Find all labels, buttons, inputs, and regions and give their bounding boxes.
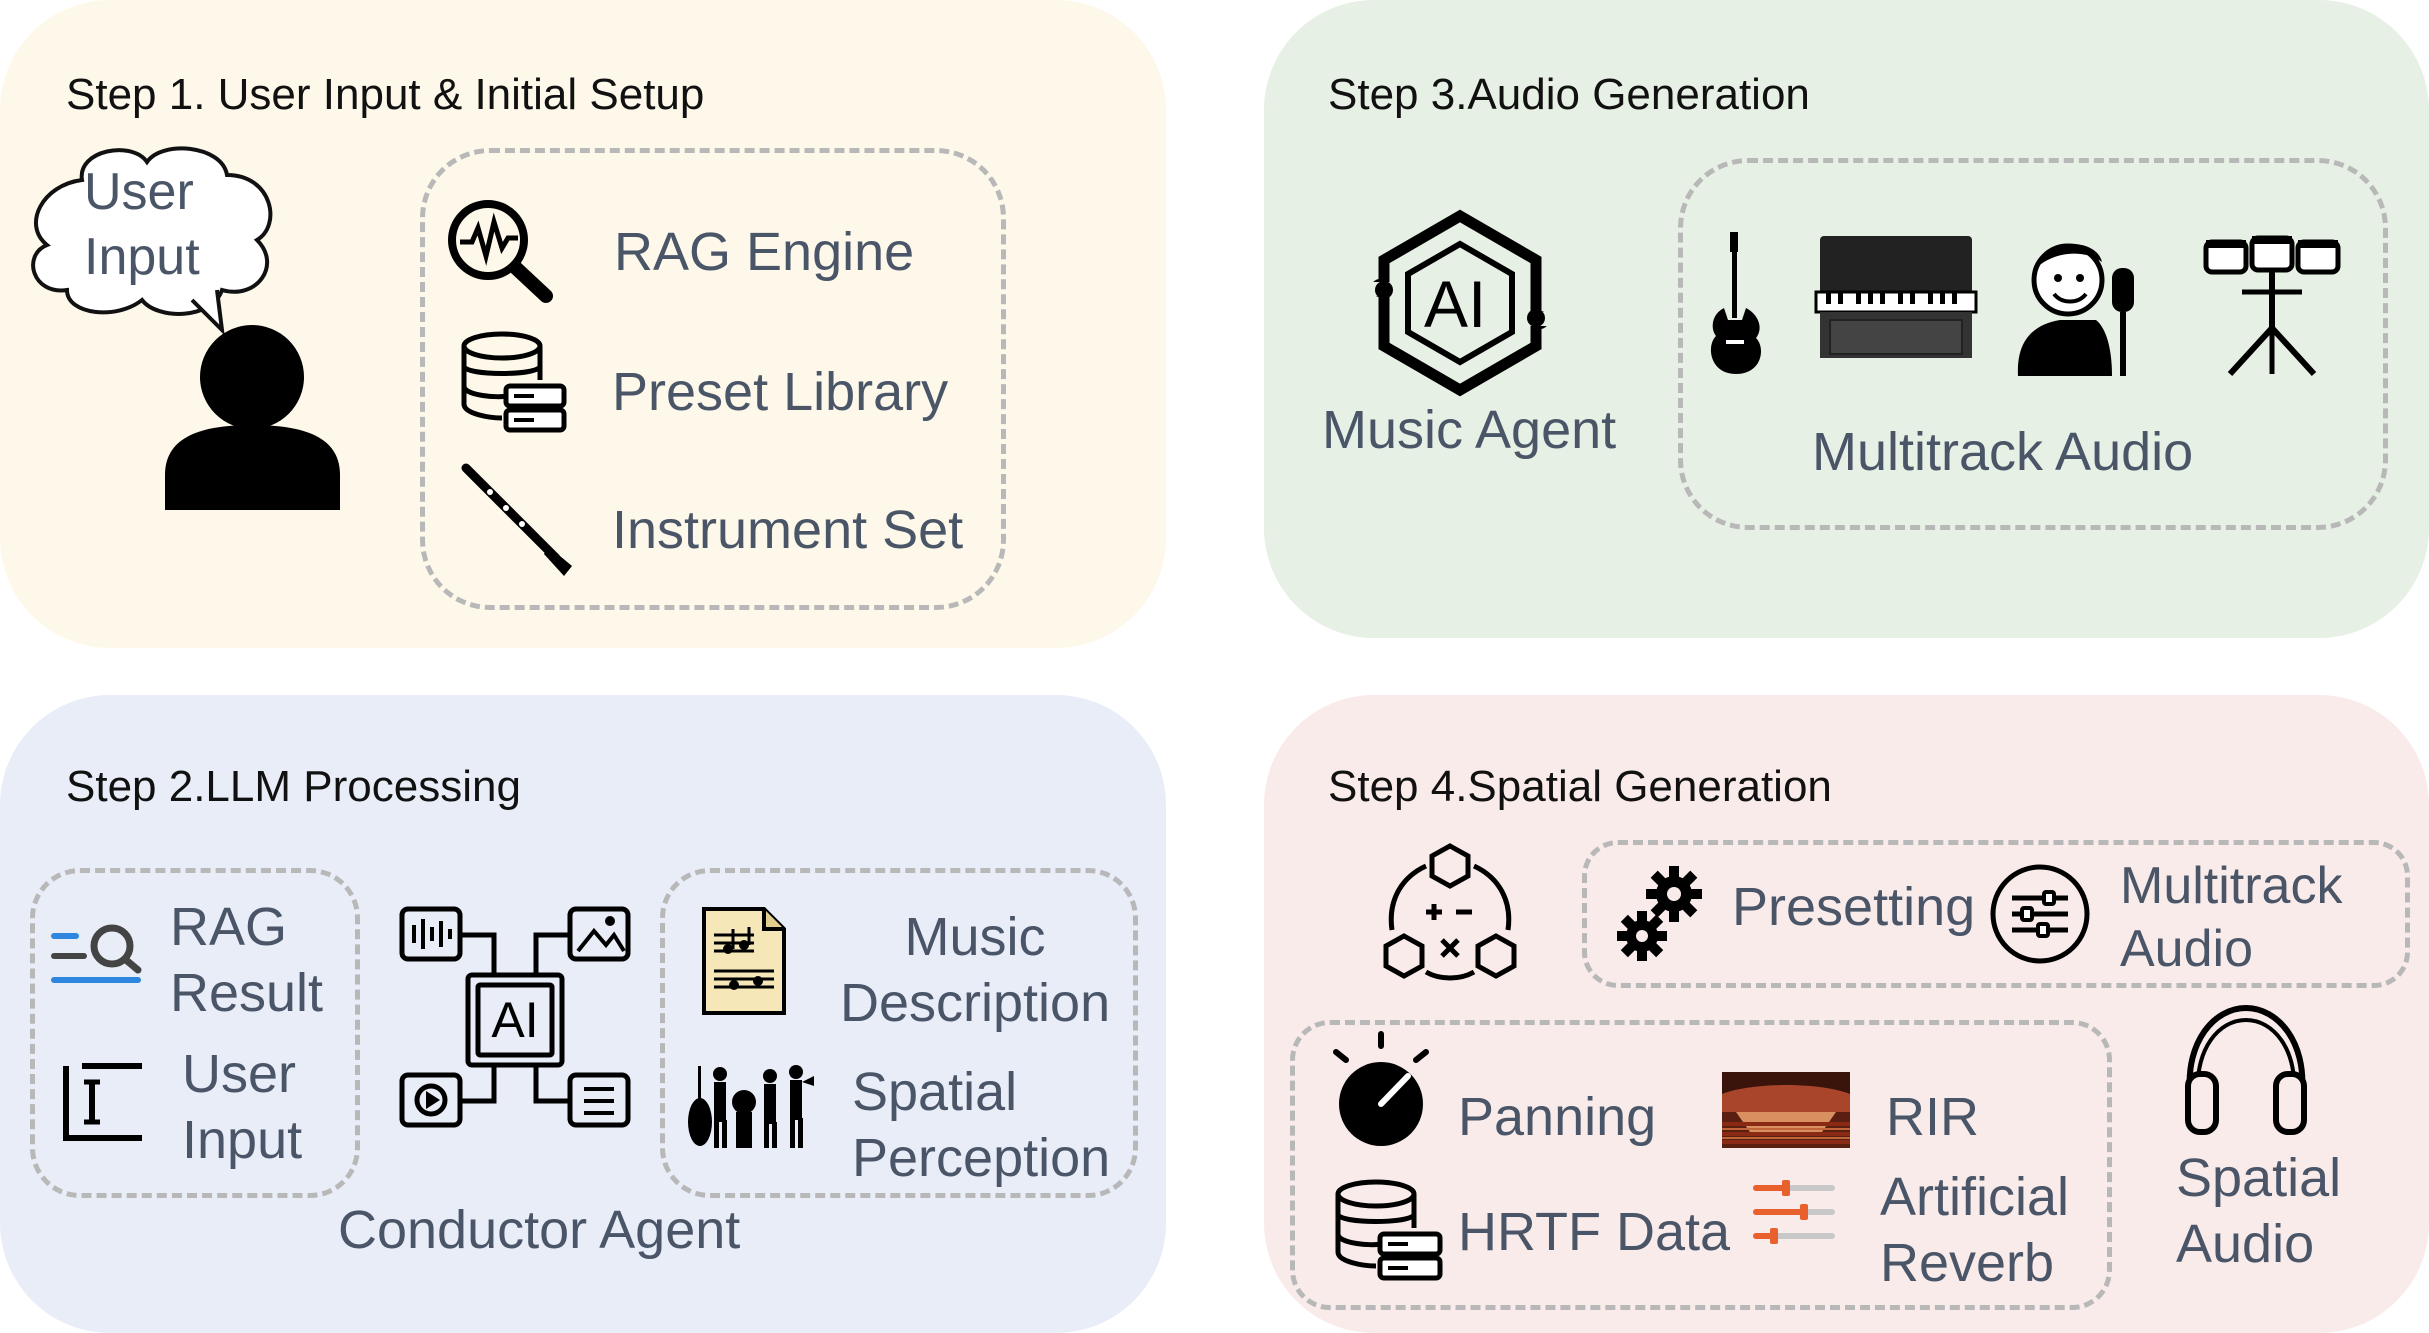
multitrack-audio-label: Multitrack Audio [1812,422,2194,482]
step1-title: Step 1. User Input & Initial Setup [66,70,705,119]
ai-hexagon-text: AI [1424,267,1487,341]
multitrack-group [1678,158,2388,530]
step2-panel [0,695,1166,1333]
user-input-label: User Input [182,1044,303,1170]
headphones-icon [2185,1004,2307,1135]
spatial-audio-label: Spatial Audio [2176,1148,2342,1274]
gears-icon [1617,866,1702,961]
presetting-label: Presetting [1732,877,1976,937]
step2-output-group [660,868,1138,1198]
database-server-icon [461,331,567,433]
piano-icon [1814,236,1978,358]
clarinet-icon [461,463,572,576]
step4-title: Step 4.Spatial Generation [1328,762,1832,811]
knob-icon [1333,1031,1429,1146]
equalizer-sliders-icon [1753,1180,1835,1244]
rir-label: RIR [1886,1087,1979,1147]
hexagon-operations-icon [1383,843,1517,981]
conductor-agent-label: Conductor Agent [338,1200,741,1260]
music-agent-label: Music Agent [1322,400,1617,460]
database-server-icon-2 [1335,1179,1443,1281]
sheet-music-icon [702,907,786,1015]
singer-microphone-icon [2017,243,2134,376]
step1-resource-group [420,148,1006,610]
step2-input-group [30,868,360,1198]
ai-hexagon-icon [1368,209,1552,397]
thought-bubble-icon [31,146,273,336]
panning-label: Panning [1458,1087,1657,1147]
spatial-process-group [1290,1020,2112,1310]
magnifier-waveform-icon [448,200,553,303]
user-icon [165,325,340,510]
concert-hall-image [1722,1072,1850,1148]
text-cursor-icon [63,1063,142,1141]
spatial-perception-label: Spatial Perception [852,1062,1111,1188]
sliders-circle-icon [1990,864,2090,964]
guitar-icon [1710,232,1762,374]
step4-panel [1264,695,2429,1333]
search-list-icon [51,924,142,983]
music-description-label: Music Description [840,907,1111,1033]
step2-title: Step 2.LLM Processing [66,762,521,811]
jazz-band-icon [688,1065,814,1148]
artificial-reverb-label: Artificial Reverb [1880,1167,2070,1293]
user-input-bubble-text: User Input [84,163,200,286]
drums-icon [2203,235,2341,377]
hrtf-data-label: HRTF Data [1458,1202,1731,1262]
ai-chip-network-icon: AI [399,906,631,1128]
presetting-group [1582,840,2410,988]
preset-library-label: Preset Library [612,362,949,422]
rag-result-label: RAG Result [170,897,324,1023]
step3-title: Step 3.Audio Generation [1328,70,1810,119]
rag-engine-label: RAG Engine [614,222,915,282]
svg-text:AI: AI [491,992,538,1048]
instrument-set-label: Instrument Set [612,500,964,560]
multitrack-audio-step4-label: Multitrack Audio [2120,857,2343,979]
